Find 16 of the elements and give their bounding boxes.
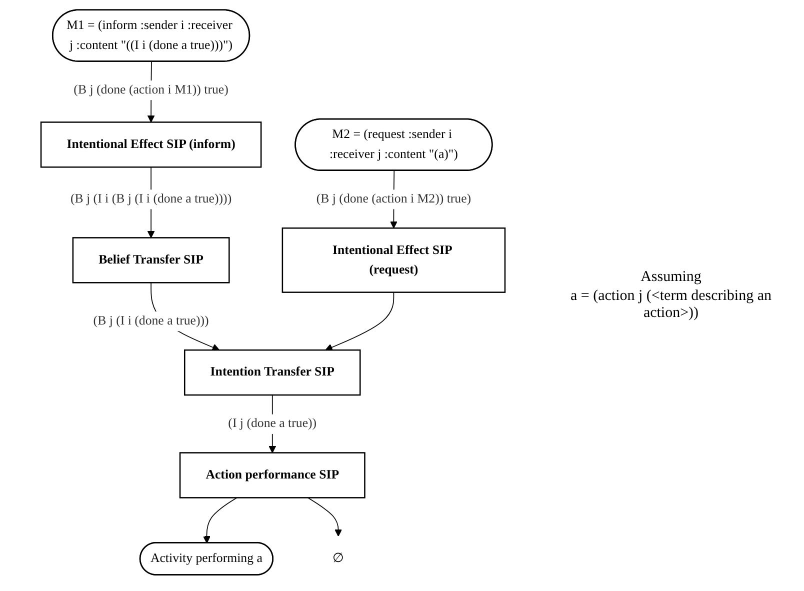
node-box: Intention Transfer SIP xyxy=(184,349,361,396)
arrow xyxy=(325,292,394,351)
note-text: a = (action j (<term describing an action>)) xyxy=(569,288,772,322)
edge-label: (B j (done (action i M1)) true) xyxy=(74,83,228,97)
node-box: Intentional Effect SIP (inform) xyxy=(40,122,262,168)
note-text: Assuming xyxy=(640,269,702,286)
edge-label: (B j (I i (B j (I i (done a true)))) xyxy=(70,192,232,206)
edge-label: (B j (I i (done a true))) xyxy=(93,314,209,328)
edge-label: (B j (done (action i M2)) true) xyxy=(316,192,472,206)
node-box: Intentional Effect SIP (request) xyxy=(282,227,506,293)
arrow xyxy=(203,497,238,544)
node-box: Action performance SIP xyxy=(179,452,366,498)
node-box: Belief Transfer SIP xyxy=(72,237,230,284)
edge-label: (I j (done a true)) xyxy=(228,416,317,431)
arrow xyxy=(307,497,342,537)
node-text: ∅ xyxy=(332,552,344,566)
